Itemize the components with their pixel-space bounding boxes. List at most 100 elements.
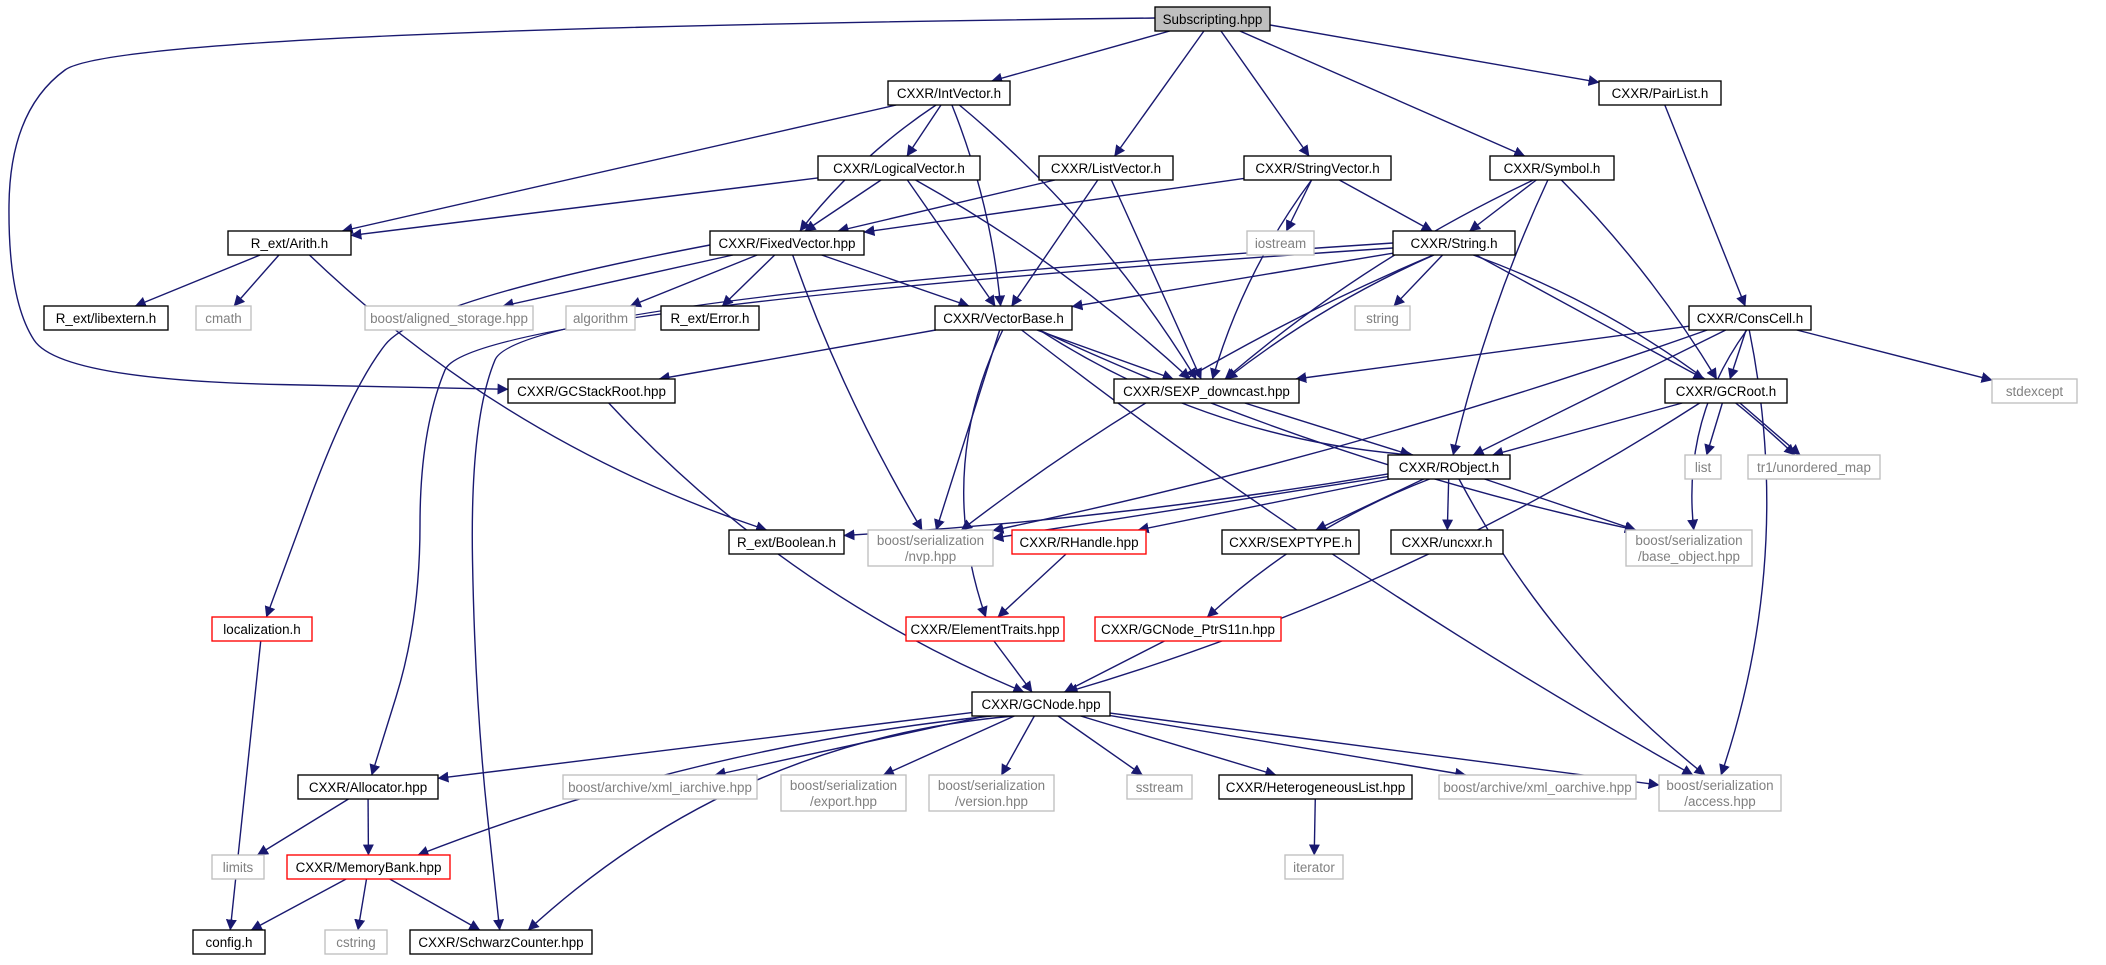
node-label: CXXR/GCNode.hpp [981, 697, 1100, 712]
node-gcnode[interactable]: CXXR/GCNode.hpp [971, 691, 1111, 717]
node-uncxxr[interactable]: CXXR/uncxxr.h [1390, 529, 1504, 555]
node-label: list [1695, 460, 1712, 475]
node-logicalvector[interactable]: CXXR/LogicalVector.h [817, 155, 981, 181]
node-label: CXXR/Symbol.h [1504, 161, 1601, 176]
node-label: boost/serialization [790, 778, 897, 793]
node-label: /export.hpp [810, 794, 877, 809]
include-edge-stringvector-to-string_h [1339, 179, 1433, 232]
include-edge-gcnode-to-memorybank [417, 715, 992, 857]
node-fixedvector[interactable]: CXXR/FixedVector.hpp [709, 230, 865, 256]
node-elementtraits[interactable]: CXXR/ElementTraits.hpp [905, 616, 1065, 642]
node-vectorbase[interactable]: CXXR/VectorBase.h [934, 305, 1073, 331]
node-box [1354, 305, 1411, 331]
include-edge-fixedvector-to-algorithm [629, 254, 758, 308]
node-box [1113, 378, 1300, 404]
include-arrow [1269, 24, 1600, 86]
node-gcnode_ptrs11n[interactable]: CXXR/GCNode_PtrS11n.hpp [1094, 616, 1282, 642]
node-box [227, 230, 352, 256]
include-edge-vectorbase-to-robject [1039, 329, 1414, 460]
include-edge-fixedvector-to-localization [264, 244, 711, 618]
node-conscell[interactable]: CXXR/ConsCell.h [1688, 305, 1812, 331]
include-edge-rhandle-to-elementtraits [997, 553, 1067, 618]
node-libextern[interactable]: R_ext/libextern.h [43, 305, 169, 331]
include-edge-memorybank-to-cstring [354, 878, 368, 931]
include-edge-subscripting-to-intvector [991, 30, 1170, 84]
include-edge-robject-to-nvp [992, 475, 1389, 543]
node-memorybank[interactable]: CXXR/MemoryBank.hpp [286, 854, 451, 880]
node-box [1011, 529, 1147, 555]
node-box [286, 854, 451, 880]
include-edge-logicalvector-to-fixedvector [804, 179, 882, 232]
node-listvector[interactable]: CXXR/ListVector.h [1038, 155, 1174, 181]
node-schwarzcounter[interactable]: CXXR/SchwarzCounter.hpp [409, 929, 593, 955]
node-label: CXXR/ListVector.h [1051, 161, 1161, 176]
node-subscripting[interactable]: Subscripting.hpp [1154, 6, 1271, 32]
node-localization[interactable]: localization.h [211, 616, 313, 642]
node-arith[interactable]: R_ext/Arith.h [227, 230, 352, 256]
node-string_h[interactable]: CXXR/String.h [1392, 230, 1516, 256]
node-rhandle[interactable]: CXXR/RHandle.hpp [1011, 529, 1147, 555]
include-arrow [1796, 329, 1993, 383]
node-box [928, 774, 1055, 812]
include-arrow [1109, 712, 1660, 790]
node-box [1658, 774, 1782, 812]
node-box [660, 305, 760, 331]
include-arrow [369, 247, 1394, 776]
node-label: config.h [206, 935, 253, 950]
include-arrow [843, 473, 1389, 541]
include-edge-subscripting-to-symbol [1239, 30, 1526, 157]
include-arrow [960, 254, 1434, 531]
node-label: CXXR/PairList.h [1612, 86, 1709, 101]
include-arrow [1224, 179, 1534, 380]
node-boolean[interactable]: R_ext/Boolean.h [728, 529, 845, 555]
include-arrow [1036, 329, 1174, 381]
include-arrow [8, 17, 1156, 395]
include-edge-conscell-to-sexp_downcast [1295, 325, 1690, 384]
node-label: CXXR/FixedVector.hpp [719, 236, 856, 251]
include-edge-subscripting-to-pairlist [1269, 24, 1600, 86]
include-arrow [1000, 715, 1035, 776]
node-label: CXXR/RHandle.hpp [1019, 535, 1138, 550]
node-stringvector[interactable]: CXXR/StringVector.h [1243, 155, 1392, 181]
include-arrow [992, 475, 1389, 543]
node-box [1387, 454, 1511, 480]
include-arrow [1475, 254, 1705, 380]
include-arrow [1239, 30, 1526, 157]
node-robject[interactable]: CXXR/RObject.h [1387, 454, 1511, 480]
include-edge-vectorbase-to-gcstackroot [658, 329, 936, 383]
include-arrow [1442, 478, 1454, 531]
include-edge-subscripting-to-stringvector [1220, 30, 1310, 157]
node-gcstackroot[interactable]: CXXR/GCStackRoot.hpp [507, 378, 676, 404]
node-sexp_downcast[interactable]: CXXR/SEXP_downcast.hpp [1113, 378, 1300, 404]
include-arrow [233, 254, 280, 307]
node-box [562, 774, 758, 800]
node-sexptype[interactable]: CXXR/SEXPTYPE.h [1221, 529, 1360, 555]
include-arrow [389, 878, 481, 931]
node-gcroot[interactable]: CXXR/GCRoot.h [1664, 378, 1788, 404]
include-arrow [1210, 179, 1313, 380]
include-edge-robject-to-uncxxr [1442, 478, 1454, 531]
node-config[interactable]: config.h [192, 929, 266, 955]
node-stdexcept: stdexcept [1991, 378, 2078, 404]
include-arrow [958, 104, 1197, 380]
include-edge-gcstackroot-to-gcnode [608, 402, 1025, 694]
node-pairlist[interactable]: CXXR/PairList.h [1598, 80, 1722, 106]
node-box [1688, 305, 1812, 331]
node-symbol[interactable]: CXXR/Symbol.h [1489, 155, 1615, 181]
include-edge-string_h-to-schwarzcounter [471, 242, 1394, 931]
node-label: cmath [205, 311, 241, 326]
node-error_h[interactable]: R_ext/Error.h [660, 305, 760, 331]
include-arrow [1038, 329, 1636, 534]
node-allocator[interactable]: CXXR/Allocator.hpp [297, 774, 439, 800]
node-intvector[interactable]: CXXR/IntVector.h [887, 80, 1011, 106]
include-arrow [1664, 104, 1747, 307]
node-label: R_ext/Arith.h [251, 236, 328, 251]
node-box [1684, 454, 1722, 480]
include-arrow [1285, 179, 1313, 232]
node-aligned_storage: boost/aligned_storage.hpp [364, 305, 534, 331]
include-arrow [1109, 714, 1467, 779]
include-arrow [1469, 179, 1537, 232]
node-list: list [1684, 454, 1722, 480]
include-arrow [1484, 478, 1637, 532]
node-heterogeneouslist[interactable]: CXXR/HeterogeneousList.hpp [1218, 774, 1413, 800]
